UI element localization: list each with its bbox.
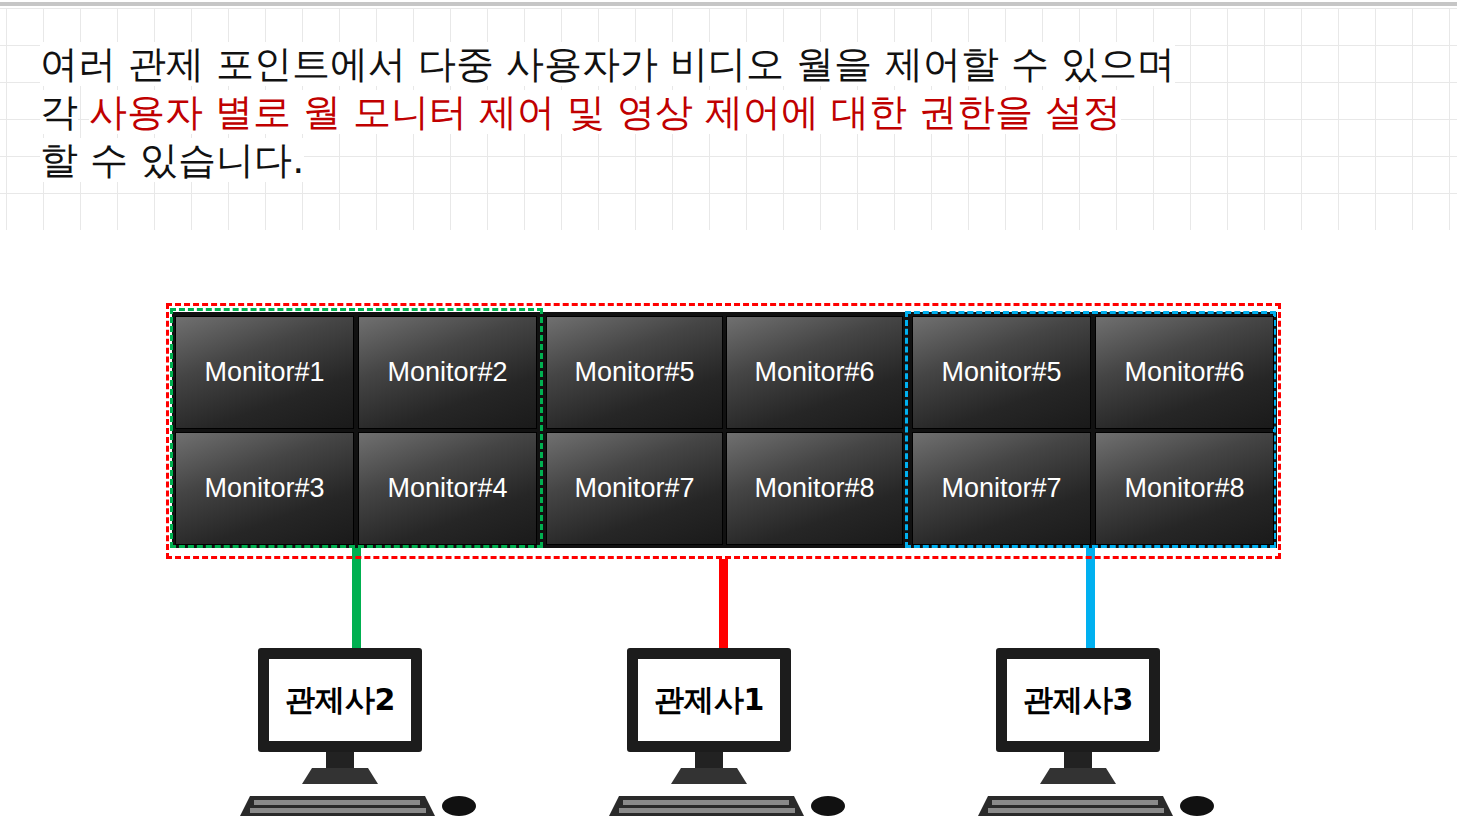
header-top-bar bbox=[0, 2, 1457, 6]
header-text: 각 bbox=[40, 90, 78, 134]
header-line: 할 수 있습니다. bbox=[40, 136, 304, 184]
wall-monitor: Monitor#5 bbox=[912, 316, 1091, 429]
wall-monitor: Monitor#2 bbox=[358, 316, 537, 429]
operator-label: 관제사1 bbox=[654, 680, 765, 721]
monitor-label: Monitor#7 bbox=[574, 473, 694, 504]
connection-line bbox=[719, 559, 728, 648]
keyboard-icon bbox=[240, 796, 1173, 816]
operator-region: Monitor#1 Monitor#2Monitor#3 Monitor#4 bbox=[170, 308, 543, 548]
wall-monitor: Monitor#8 bbox=[1095, 432, 1274, 545]
monitor-label: Monitor#2 bbox=[387, 357, 507, 388]
operator-label: 관제사3 bbox=[1023, 680, 1134, 721]
monitor-label: Monitor#3 bbox=[204, 473, 324, 504]
wall-monitor: Monitor#7 bbox=[546, 432, 723, 545]
wall-monitor: Monitor#6 bbox=[1095, 316, 1274, 429]
monitor-label: Monitor#5 bbox=[941, 357, 1061, 388]
monitor-label: Monitor#8 bbox=[1124, 473, 1244, 504]
wall-monitor: Monitor#7 bbox=[912, 432, 1091, 545]
monitor-label: Monitor#6 bbox=[1124, 357, 1244, 388]
operator-workstation: 관제사2 bbox=[258, 648, 422, 752]
operator-region: Monitor#5 Monitor#6Monitor#7 Monitor#8 bbox=[905, 311, 1276, 548]
wall-monitor: Monitor#8 bbox=[726, 432, 903, 545]
wall-monitor: Monitor#4 bbox=[358, 432, 537, 545]
connection-line bbox=[1086, 548, 1095, 648]
operator-label: 관제사2 bbox=[285, 680, 396, 721]
pc-stand bbox=[302, 750, 1116, 784]
header-text: 할 수 있습니다. bbox=[40, 138, 304, 182]
wall-monitor: Monitor#6 bbox=[726, 316, 903, 429]
wall-monitor: Monitor#1 bbox=[175, 316, 354, 429]
monitor-label: Monitor#1 bbox=[204, 357, 324, 388]
monitor-label: Monitor#5 bbox=[574, 357, 694, 388]
video-wall-panel bbox=[172, 312, 1277, 548]
mouse-icon bbox=[442, 796, 1214, 816]
video-wall-region: Monitor#1Monitor#2Monitor#3Monitor#4Moni… bbox=[166, 303, 1281, 559]
wall-monitor: Monitor#5 bbox=[546, 316, 723, 429]
monitor-label: Monitor#4 bbox=[387, 473, 507, 504]
monitor-label: Monitor#7 bbox=[941, 473, 1061, 504]
operator-workstation: 관제사3 bbox=[996, 648, 1160, 752]
header-grid bbox=[0, 8, 1457, 230]
monitor-label: Monitor#6 bbox=[754, 357, 874, 388]
wall-monitor: Monitor#3 bbox=[175, 432, 354, 545]
header-text: 사용자 별로 월 모니터 제어 및 영상 제어에 대한 권한을 설정 bbox=[89, 90, 1122, 134]
connection-line bbox=[352, 548, 361, 648]
header-line: 각사용자 별로 월 모니터 제어 및 영상 제어에 대한 권한을 설정 bbox=[40, 88, 1121, 136]
monitor-label: Monitor#8 bbox=[754, 473, 874, 504]
header-text: 여러 관제 포인트에서 다중 사용자가 비디오 월을 제어할 수 있으며 bbox=[40, 42, 1175, 86]
header-line: 여러 관제 포인트에서 다중 사용자가 비디오 월을 제어할 수 있으며 bbox=[40, 40, 1175, 88]
operator-workstation: 관제사1 bbox=[627, 648, 791, 752]
